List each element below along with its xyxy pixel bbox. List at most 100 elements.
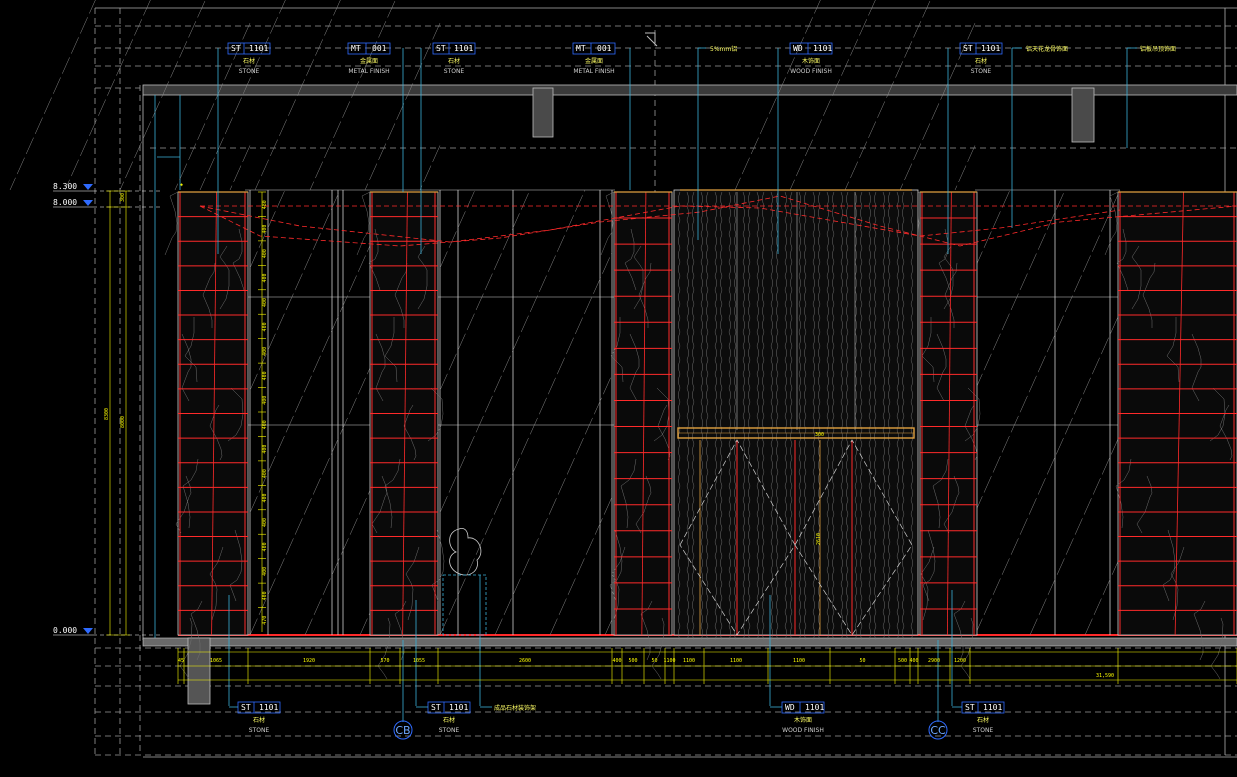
stone-column-outline bbox=[919, 191, 978, 636]
marble-vein bbox=[164, 191, 179, 256]
tag-code: MT bbox=[576, 44, 586, 53]
glass-hatch-line bbox=[494, 374, 613, 636]
glass-hatch-line bbox=[249, 367, 371, 636]
stone-joint-line bbox=[946, 191, 952, 636]
glass-hatch-line bbox=[254, 0, 341, 191]
tag-english: STONE bbox=[239, 68, 260, 75]
dim-value: 1100 bbox=[793, 658, 805, 664]
wood-grain-line bbox=[734, 191, 737, 641]
wood-grain-line bbox=[826, 191, 829, 641]
col-dim-value: 400 bbox=[262, 469, 268, 478]
stone-column-4 bbox=[906, 191, 981, 680]
wood-grain-line bbox=[784, 191, 787, 641]
level-marker-8300: 8.300 bbox=[53, 182, 93, 192]
marble-vein bbox=[635, 475, 652, 534]
marble-vein bbox=[620, 458, 637, 529]
marble-vein bbox=[922, 529, 936, 602]
glass-hatch-line bbox=[974, 312, 1121, 636]
material-tag-st1101: ST 1101 石材 STONE bbox=[961, 701, 1005, 734]
tag-english: METAL FINISH bbox=[573, 68, 614, 75]
dim-value: 2600 bbox=[519, 658, 531, 664]
marble-vein bbox=[209, 404, 223, 461]
dim-value: 45 bbox=[178, 658, 184, 664]
stone-joint-line bbox=[1174, 191, 1184, 636]
tag-chinese: 石材 bbox=[448, 57, 460, 65]
marble-vein bbox=[657, 404, 671, 461]
dim-value: 1065 bbox=[210, 658, 222, 664]
material-tag-st1101: ST 1101 石材 STONE bbox=[227, 42, 271, 75]
tag-number: 1101 bbox=[805, 703, 824, 712]
marble-vein bbox=[219, 245, 230, 310]
tag-code: ST bbox=[965, 703, 975, 712]
level-text: 0.000 bbox=[53, 626, 77, 635]
marble-vein bbox=[229, 529, 243, 602]
tag-chinese: 石材 bbox=[977, 716, 989, 724]
glass-hatch-line bbox=[419, 145, 441, 191]
level-marker-0000: 0.000 bbox=[53, 626, 93, 636]
glass-hatch-line bbox=[174, 23, 251, 191]
glass-hatch-line bbox=[1029, 434, 1121, 636]
sculpture-pedestal bbox=[442, 528, 487, 636]
marble-vein bbox=[609, 529, 623, 602]
glass-hatch-line bbox=[309, 0, 396, 191]
material-tag-wd1101: WD 1101 木饰面 WOOD FINISH bbox=[789, 42, 832, 75]
glass-hatch-line bbox=[974, 189, 1121, 513]
glass-hatch-line bbox=[974, 189, 1066, 391]
door-dim-height: 2610 bbox=[816, 533, 822, 545]
dim-value: 1055 bbox=[413, 658, 425, 664]
dim-value: 500 bbox=[898, 658, 907, 664]
glass-hatch bbox=[9, 0, 1121, 636]
glass-hatch-line bbox=[954, 145, 976, 191]
tag-number: 001 bbox=[597, 44, 612, 53]
marble-vein bbox=[1136, 475, 1153, 534]
section-marker-cb: CB bbox=[393, 720, 413, 740]
wood-grain-line bbox=[804, 191, 807, 641]
marble-vein bbox=[1166, 317, 1180, 383]
col-dim-value: 400 bbox=[262, 274, 268, 283]
dim-value: 500 bbox=[628, 658, 637, 664]
col-dim-value: 400 bbox=[262, 347, 268, 356]
glass-hatch-line bbox=[249, 189, 286, 268]
note-top-ceiling-keel: 铝天花龙骨饰面 bbox=[1026, 45, 1068, 53]
marble-vein bbox=[1191, 333, 1202, 402]
wood-grain-line bbox=[748, 191, 751, 641]
marble-vein bbox=[943, 475, 960, 534]
marble-vein bbox=[427, 387, 444, 442]
wood-grain-line bbox=[888, 191, 891, 641]
dim-value: 50 bbox=[651, 658, 657, 664]
wood-grain-line bbox=[902, 191, 905, 641]
note-top-aluminum: 5%mm铝 bbox=[710, 45, 737, 53]
marble-vein bbox=[384, 317, 398, 383]
marble-vein bbox=[182, 458, 199, 529]
stone-column-2 bbox=[356, 191, 445, 680]
marble-vein bbox=[417, 245, 428, 310]
ceiling-beam bbox=[532, 87, 554, 138]
glass-hatch-line bbox=[9, 0, 96, 191]
cursor-mark-icon bbox=[645, 32, 658, 47]
glass-hatch-line bbox=[304, 490, 371, 636]
tag-number: 1101 bbox=[983, 703, 1002, 712]
wood-grain-line bbox=[678, 191, 681, 641]
door-dim-rail: 300 bbox=[815, 432, 824, 438]
dim-total: 31,590 bbox=[1096, 673, 1114, 679]
marble-vein bbox=[190, 600, 203, 661]
glass-hatch-line bbox=[789, 0, 876, 191]
marble-vein bbox=[394, 600, 407, 661]
marble-vein bbox=[375, 333, 386, 402]
wood-grain-line bbox=[742, 191, 745, 641]
left-dimensions bbox=[106, 190, 130, 636]
dim-value: 570 bbox=[380, 658, 389, 664]
glass-hatch-line bbox=[899, 23, 976, 191]
wood-grain-line bbox=[686, 191, 689, 641]
stone-column-5 bbox=[1104, 191, 1237, 680]
dim-value: 2900 bbox=[928, 658, 940, 664]
tag-code: WD bbox=[785, 703, 795, 712]
stone-column-1 bbox=[164, 191, 249, 680]
wood-grain-line bbox=[910, 191, 913, 641]
tag-english: STONE bbox=[444, 68, 465, 75]
tag-english: WOOD FINISH bbox=[790, 68, 832, 75]
marble-vein bbox=[232, 228, 245, 291]
tag-number: 1101 bbox=[981, 44, 1000, 53]
level-text: 8.300 bbox=[53, 182, 77, 191]
glass-hatch-line bbox=[844, 0, 931, 191]
